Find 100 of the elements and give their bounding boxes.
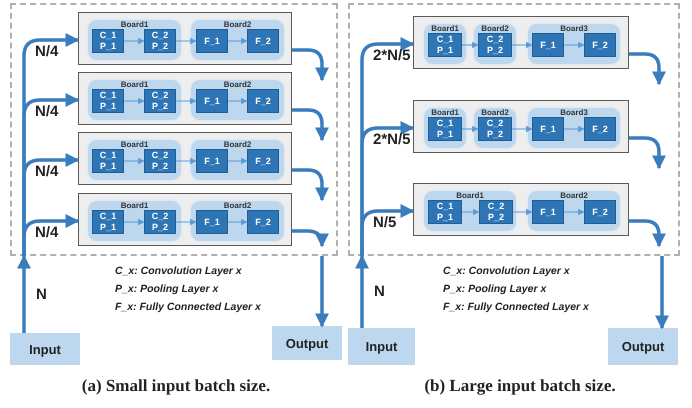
board-group (474, 24, 516, 64)
arrow (176, 158, 197, 164)
layer-box: C_1 P_1 (92, 149, 124, 173)
legend-note: F_x: Fully Connected Layer x (115, 301, 261, 313)
board-group (424, 191, 516, 231)
arrow (124, 218, 145, 226)
row-panel (413, 16, 629, 69)
arrow (228, 158, 248, 164)
layer-box: F_2 (247, 149, 279, 173)
edge-label: N/4 (35, 163, 58, 180)
layer-box: F_1 (532, 117, 564, 141)
board-group (528, 108, 620, 148)
layer-box: F_2 (584, 33, 616, 57)
edge-label: N (374, 283, 385, 300)
arrow (124, 38, 145, 44)
layer-box: C_2 P_2 (144, 149, 176, 173)
layer-box: C_1 P_1 (428, 117, 462, 141)
board-label: Board1 (120, 20, 150, 29)
layer-box: C_1 P_1 (92, 29, 124, 53)
edge-label: N (36, 286, 47, 302)
board-group (528, 191, 620, 231)
edge-label: N/4 (35, 103, 58, 120)
layer-box: F_1 (196, 210, 228, 234)
legend-note: F_x: Fully Connected Layer x (443, 301, 589, 313)
legend-note: P_x: Pooling Layer x (115, 283, 218, 295)
board-group (88, 20, 181, 60)
row-panel (413, 100, 629, 153)
layer-box: C_1 P_1 (92, 89, 124, 113)
board-label: Board1 (120, 140, 150, 149)
board-group (191, 20, 284, 60)
arrow (228, 38, 248, 44)
layer-box: C_1 P_1 (92, 210, 124, 234)
board-group (191, 140, 284, 180)
legend-note: C_x: Convolution Layer x (443, 265, 570, 277)
board-label: Board1 (430, 108, 460, 117)
arrow (228, 218, 248, 226)
layer-box: C_2 P_2 (144, 210, 176, 234)
edge-label: 2*N/5 (373, 47, 411, 64)
layer-box: F_1 (532, 33, 564, 57)
dashed-panel (10, 3, 338, 256)
layer-box: F_1 (532, 200, 564, 224)
io-box: Input (348, 328, 415, 365)
arrow (292, 48, 329, 82)
board-group (191, 80, 284, 120)
board-label: Board2 (480, 108, 510, 117)
layer-box: C_1 P_1 (428, 200, 462, 224)
io-box: Output (272, 326, 342, 360)
legend-note: P_x: Pooling Layer x (443, 283, 546, 295)
arrow (176, 218, 197, 226)
arrow (629, 52, 666, 86)
board-label: Board2 (480, 24, 510, 33)
layer-box: C_2 P_2 (144, 89, 176, 113)
arrow (629, 136, 666, 170)
row-panel (78, 72, 292, 125)
edge-label: 2*N/5 (373, 131, 411, 148)
arrow (462, 208, 480, 216)
arrow (462, 42, 479, 48)
arrow (292, 108, 329, 142)
layer-box: F_2 (247, 210, 279, 234)
board-group (88, 140, 181, 180)
layer-box: F_2 (247, 89, 279, 113)
board-label: Board1 (120, 80, 150, 89)
board-group (88, 80, 181, 120)
layer-box: F_2 (247, 29, 279, 53)
layer-box: F_2 (584, 117, 616, 141)
board-group (191, 201, 284, 241)
board-label: Board1 (430, 24, 460, 33)
edge-label: N/4 (35, 224, 58, 241)
board-label: Board2 (222, 80, 252, 89)
layer-box: F_1 (196, 89, 228, 113)
arrow (360, 204, 414, 256)
edge-label: N/4 (35, 43, 58, 60)
arrow (124, 98, 145, 104)
layer-box: C_2 P_2 (144, 29, 176, 53)
arrow (355, 254, 369, 328)
board-group (424, 108, 466, 148)
board-group (424, 24, 466, 64)
arrow (17, 254, 31, 333)
arrow (629, 219, 666, 248)
board-label: Board3 (559, 24, 589, 33)
row-panel (78, 193, 292, 246)
board-label: Board2 (222, 201, 252, 210)
row-panel (413, 183, 629, 236)
io-box: Output (608, 328, 678, 365)
arrow (228, 98, 248, 104)
layer-box: C_2 P_2 (478, 33, 512, 57)
arrow (22, 214, 80, 256)
arrow (512, 126, 533, 132)
arrow (513, 208, 533, 216)
layer-box: F_1 (196, 29, 228, 53)
board-group (88, 201, 181, 241)
arrow (655, 256, 669, 330)
legend-note: C_x: Convolution Layer x (115, 265, 242, 277)
board-label: Board3 (559, 108, 589, 117)
arrow (462, 126, 479, 132)
edge-label: N/5 (373, 214, 396, 231)
arrow (292, 168, 329, 202)
board-label: Board1 (455, 191, 485, 200)
row-panel (78, 12, 292, 65)
subfigure-caption: (a) Small input batch size. (82, 376, 270, 396)
